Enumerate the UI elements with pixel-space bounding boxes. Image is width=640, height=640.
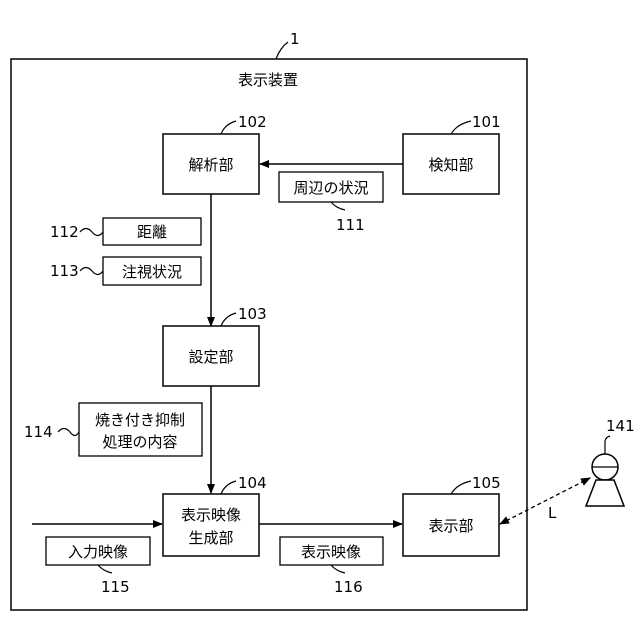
display-block-label: 表示部	[428, 517, 473, 535]
display-video-ref-leader	[331, 565, 345, 573]
analysis-block-label: 解析部	[188, 156, 233, 174]
input-video-ref-leader	[98, 565, 112, 573]
display-ref-leader	[451, 481, 471, 494]
generation-block-label-line2: 生成部	[188, 529, 233, 547]
generation-ref-leader	[221, 481, 236, 494]
gaze-ref-leader	[80, 268, 103, 275]
distance-ref-label: 112	[50, 223, 79, 241]
input-video-label: 入力映像	[68, 543, 128, 561]
display-video-ref-label: 116	[334, 578, 363, 596]
setting-ref-leader	[221, 313, 236, 326]
suppression-ref-leader	[58, 429, 79, 436]
device-ref-leader	[276, 42, 288, 59]
surroundings-ref-label: 111	[336, 216, 365, 234]
device-title: 表示装置	[238, 71, 298, 89]
analysis-ref-label: 102	[238, 113, 267, 131]
device-ref-label: 1	[290, 30, 300, 48]
generation-ref-label: 104	[238, 474, 267, 492]
gaze-ref-label: 113	[50, 262, 79, 280]
gaze-label: 注視状況	[122, 263, 182, 281]
viewing-distance-arrow	[500, 478, 590, 524]
setting-ref-label: 103	[238, 305, 267, 323]
viewer-ref-label: 141	[606, 417, 635, 435]
detection-ref-leader	[451, 121, 471, 134]
display-ref-label: 105	[472, 474, 501, 492]
viewer-icon	[586, 454, 624, 506]
suppression-label-line2: 処理の内容	[102, 433, 177, 451]
surroundings-label: 周辺の状況	[293, 179, 368, 197]
setting-block-label: 設定部	[188, 348, 233, 366]
generation-block-label-line1: 表示映像	[181, 506, 241, 524]
viewer-ref-leader	[605, 436, 610, 454]
input-video-ref-label: 115	[101, 578, 130, 596]
surroundings-ref-leader	[331, 202, 345, 210]
suppression-ref-label: 114	[24, 423, 53, 441]
detection-ref-label: 101	[472, 113, 501, 131]
viewing-distance-label: L	[548, 504, 557, 522]
display-video-label: 表示映像	[301, 543, 361, 561]
distance-ref-leader	[80, 229, 103, 236]
analysis-ref-leader	[221, 121, 236, 134]
distance-label: 距離	[137, 223, 167, 241]
suppression-label-line1: 焼き付き抑制	[95, 411, 185, 429]
detection-block-label: 検知部	[428, 156, 473, 174]
